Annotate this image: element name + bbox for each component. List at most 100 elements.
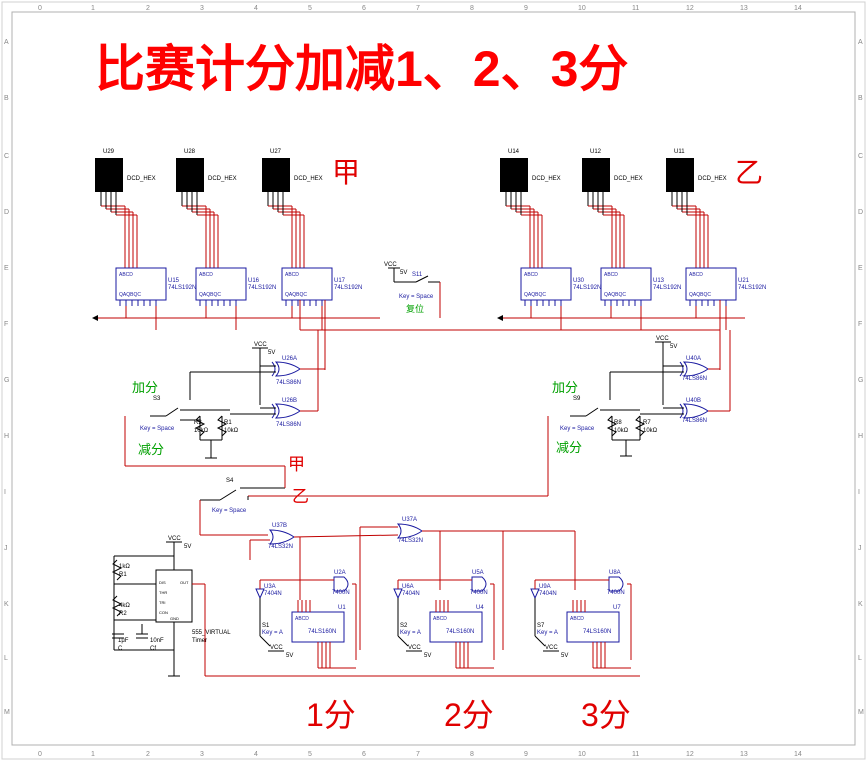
- counter-pin-labels: ABCD: [689, 272, 703, 278]
- xor-right-add-label: 加分: [552, 380, 578, 395]
- ruler-bottom-label: 8: [470, 751, 474, 758]
- xor-left-gate2-part: 74LS86N: [276, 422, 301, 428]
- xor-right-gate1-ref: U40A: [686, 356, 701, 362]
- score-vcc: VCC: [545, 645, 558, 651]
- xor-right-r8-val: 10kΩ: [614, 428, 629, 434]
- and-gate-part: 7400N: [607, 590, 625, 596]
- xor-left-switch-blade[interactable]: [165, 407, 179, 417]
- hex-display-ref: U14: [508, 149, 520, 155]
- counter-body: [115, 267, 167, 301]
- score-vcc: VCC: [408, 645, 421, 651]
- counter-pin-labels: ABCD: [285, 272, 299, 278]
- team-label-jia: 甲: [332, 157, 360, 188]
- hex-display-label: DCD_HEX: [294, 176, 323, 182]
- hex-display-label: DCD_HEX: [208, 176, 237, 182]
- xor-right-r7-ref: R7: [643, 420, 651, 426]
- ruler-left-label: G: [4, 377, 9, 384]
- xor-right-gate1-part: 74LS86N: [682, 376, 707, 382]
- ruler-left-label: C: [4, 153, 9, 160]
- counter-pin-labels: QAQBQC: [119, 292, 141, 298]
- ruler-bottom-label: 11: [632, 751, 639, 758]
- ruler-right-label: H: [858, 433, 863, 440]
- score-volt: 5V: [561, 653, 568, 659]
- timer-555-chip: [155, 569, 193, 623]
- not-gate-part: 7404N: [539, 591, 557, 597]
- score-volt: 5V: [424, 653, 431, 659]
- ruler-right-label: D: [858, 209, 863, 216]
- hex-display-label: DCD_HEX: [614, 176, 643, 182]
- hex-display-body: [95, 158, 123, 192]
- page-title: 比赛计分加减1、2、3分: [95, 41, 628, 97]
- xor-right-r7-val: 10kΩ: [643, 428, 658, 434]
- ruler-top-label: 0: [38, 5, 42, 12]
- xor-left-r2-ref: R2: [194, 420, 202, 426]
- xor-right-vcc: VCC: [656, 336, 669, 342]
- ruler-right-label: M: [858, 709, 864, 716]
- score-switch-blade[interactable]: [534, 635, 546, 647]
- score-switch-blade[interactable]: [397, 635, 409, 647]
- counter-160-ref: U4: [476, 605, 484, 611]
- counter-body: [281, 267, 333, 301]
- xor-right-switch-blade[interactable]: [585, 407, 599, 417]
- bus-wires: [95, 300, 745, 370]
- and-gate-part: 7400N: [332, 590, 350, 596]
- ruler-left-label: M: [4, 709, 10, 716]
- ruler-top-label: 5: [308, 5, 312, 12]
- counter-160-part: 74LS160N: [446, 629, 474, 635]
- svg-text:THR: THR: [159, 590, 167, 595]
- xor-block-left: VCC 5V U26A 74LS86N U26B 74LS86N 加分 S3 K…: [124, 330, 325, 467]
- ruler-top-label: 2: [146, 5, 150, 12]
- not-gate: [530, 588, 540, 600]
- timer-c-val: 1μF: [118, 638, 129, 644]
- ruler-top-label: 6: [362, 5, 366, 12]
- team-switch-blade[interactable]: [219, 489, 237, 501]
- bus-arrow-right: [497, 315, 503, 321]
- and-gate: [608, 576, 624, 592]
- svg-text:GND: GND: [170, 616, 179, 621]
- counter-body: [520, 267, 572, 301]
- ruler-bottom-label: 10: [578, 751, 586, 758]
- reset-label: 复位: [406, 303, 424, 314]
- ruler-bottom-label: 3: [200, 751, 204, 758]
- ruler-top-label: 1: [91, 5, 95, 12]
- or-gate-u37b: [268, 529, 295, 545]
- xor-left-r1-ref: R1: [224, 420, 232, 426]
- not-gate: [255, 588, 265, 600]
- and-gate-part: 7400N: [470, 590, 488, 596]
- ruler-right-label: L: [858, 655, 862, 662]
- counter-160-pins: ABCD: [570, 616, 584, 622]
- or-gate-u37a-ref: U37A: [402, 517, 417, 523]
- xor-right-switch-ref: S9: [573, 396, 581, 402]
- score-vcc: VCC: [270, 645, 283, 651]
- not-gate-ref: U9A: [539, 584, 551, 590]
- or-gate-u37b-ref: U37B: [272, 523, 287, 529]
- ruler-right-label: A: [858, 39, 863, 46]
- ruler-left-label: F: [4, 321, 8, 328]
- score-caption: 2分: [444, 697, 494, 733]
- ruler-bottom-label: 12: [686, 751, 694, 758]
- score-switch-ref: S2: [400, 623, 408, 629]
- ruler-bottom-label: 7: [416, 751, 420, 758]
- timer-r2-val: 4kΩ: [119, 603, 130, 609]
- score-switch-blade[interactable]: [259, 635, 271, 647]
- xor-right-r8-ref: R8: [614, 420, 622, 426]
- timer-cf-val: 10nF: [150, 638, 164, 644]
- ruler-bottom-label: 14: [794, 751, 802, 758]
- or-gate-group: U37B 74LS32N U37A 74LS32N: [249, 517, 576, 650]
- ruler-top-label: 12: [686, 5, 694, 12]
- score-volt: 5V: [286, 653, 293, 659]
- reset-switch-group[interactable]: VCC 5V S11 Key = Space 复位: [384, 262, 441, 318]
- xor-left-gate2-ref: U26B: [282, 398, 297, 404]
- hex-display-body: [666, 158, 694, 192]
- ruler-right-label: I: [858, 489, 860, 496]
- counter-ref: U15: [168, 278, 180, 284]
- hex-display-label: DCD_HEX: [127, 176, 156, 182]
- ruler-top-label: 7: [416, 5, 420, 12]
- hex-display-body: [262, 158, 290, 192]
- or-gate-u37a: [396, 523, 423, 539]
- counter-pin-labels: ABCD: [199, 272, 213, 278]
- counter-group: ABCDQAQBQCU1574LS192NABCDQAQBQCU1674LS19…: [115, 267, 766, 330]
- xor-left-sub-label: 减分: [138, 442, 164, 457]
- score-switch-key: Key = A: [400, 630, 421, 636]
